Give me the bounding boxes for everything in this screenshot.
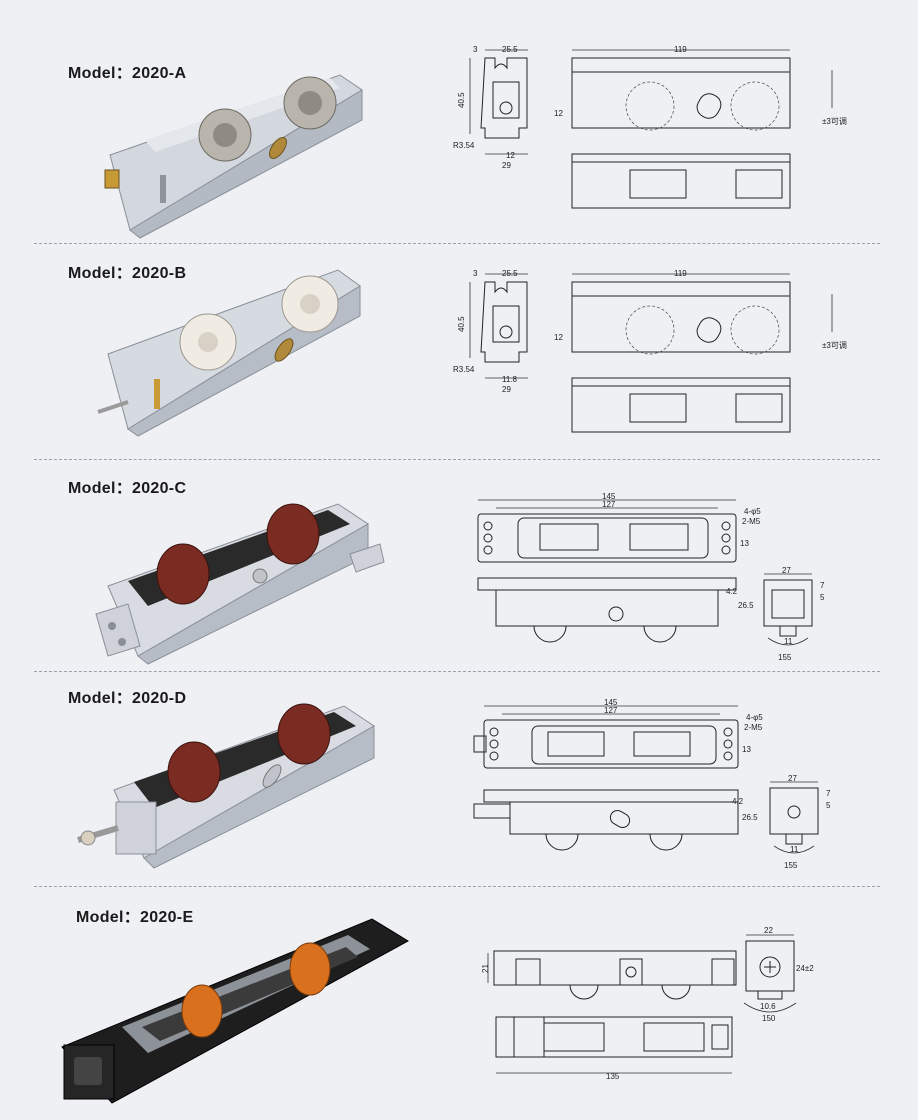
roller-photo <box>77 703 375 869</box>
drawing-end-view: 22 24±2 10.6 150 <box>743 926 814 1023</box>
dim-thread: 2-M5 <box>742 517 761 526</box>
dim-base: 29 <box>502 161 511 170</box>
dim-width: 22 <box>764 926 773 935</box>
dim-overall: 145 <box>602 492 616 501</box>
dim-wheel: 11 <box>784 637 793 646</box>
drawing-top-view: 145 127 4-φ5 2-M5 13 <box>473 698 763 769</box>
roller-photo <box>95 503 385 665</box>
drawing-side-view: 4.2 26.5 <box>473 789 758 851</box>
dim-overall: 145 <box>604 698 618 707</box>
section-divider <box>34 671 880 672</box>
dim-wheel: 11 <box>790 845 799 854</box>
dim-radius: R3.54 <box>453 141 475 150</box>
dim-pitch: 13 <box>740 539 749 548</box>
dim-top: 7 <box>820 581 825 590</box>
dim-plate: 4.2 <box>726 587 738 596</box>
dim-mid: 5 <box>826 801 831 810</box>
dim-offset: 12 <box>554 333 563 342</box>
drawing-side-view: 119 12 ±3可调 <box>554 45 847 209</box>
dim-mid: 5 <box>820 593 825 602</box>
dim-adjust: ±3可调 <box>822 341 847 350</box>
dim-height: 40.5 <box>457 316 466 332</box>
drawing-end-view: 27 7 5 11 155 <box>763 566 825 662</box>
dim-thread: 2-M5 <box>744 723 763 732</box>
section-model-e: Model：2020-E 21 22 24±2 10.6 150 <box>0 887 918 1120</box>
roller-photo <box>104 74 363 239</box>
dim-top: 7 <box>826 789 831 798</box>
drawing-side-view: 119 12 ±3可调 <box>554 269 847 433</box>
drawing-end-view: 27 7 5 11 155 <box>769 774 831 870</box>
dim-radius: R3.54 <box>453 365 475 374</box>
dim-offset: 12 <box>554 109 563 118</box>
dim-width-top: 25.5 <box>502 269 518 278</box>
dim-adjust: ±3可调 <box>822 117 847 126</box>
section-divider <box>34 243 880 244</box>
dim-plate: 4.2 <box>732 797 744 806</box>
dim-height: 40.5 <box>457 92 466 108</box>
dim-width: 27 <box>788 774 797 783</box>
dim-angle: 155 <box>784 861 798 870</box>
dim-length: 119 <box>674 45 687 54</box>
dim-length: 135 <box>606 1072 620 1081</box>
section-divider <box>34 459 880 460</box>
model-title: Model：2020-D <box>68 690 187 707</box>
roller-photo <box>61 918 409 1104</box>
drawing-end-view: 25.5 3 40.5 R3.54 11.8 29 <box>453 269 528 394</box>
dim-length: 119 <box>674 269 687 278</box>
drawing-side-view: 21 <box>481 950 737 1000</box>
dim-angle: 155 <box>778 653 792 662</box>
dim-pitch: 13 <box>742 745 751 754</box>
dim-top: 3 <box>473 45 478 54</box>
model-title: Model：2020-A <box>68 65 187 82</box>
drawing-top-view: 135 <box>495 1016 733 1081</box>
drawing-side-view: 4.2 26.5 <box>477 577 754 643</box>
dim-tall: 24±2 <box>796 964 814 973</box>
model-title: Model：2020-C <box>68 480 187 497</box>
dim-angle: 150 <box>762 1014 776 1023</box>
dim-inner: 11.8 <box>502 375 518 384</box>
section-model-a: Model：2020-A 25.5 3 40.5 R3.54 12 29 119 <box>0 0 918 240</box>
section-model-d: Model：2020-D 145 127 4-φ5 2-M5 13 4.2 <box>0 672 918 886</box>
roller-photo <box>97 269 361 437</box>
dim-inner: 127 <box>602 500 616 509</box>
dim-wheel: 10.6 <box>760 1002 776 1011</box>
dim-height: 26.5 <box>738 601 754 610</box>
section-divider <box>34 886 880 887</box>
drawing-end-view: 25.5 3 40.5 R3.54 12 29 <box>453 45 528 170</box>
dim-inner: 12 <box>506 151 515 160</box>
section-model-c: Model：2020-C 145 127 4-φ5 2-M5 13 4.2 2 <box>0 460 918 672</box>
dim-top: 3 <box>473 269 478 278</box>
dim-width-top: 25.5 <box>502 45 518 54</box>
model-title: Model：2020-B <box>68 265 187 282</box>
dim-holes: 4-φ5 <box>746 713 763 722</box>
dim-height: 21 <box>481 964 490 973</box>
dim-height: 26.5 <box>742 813 758 822</box>
model-title: Model：2020-E <box>76 909 194 926</box>
dim-inner: 127 <box>604 706 618 715</box>
drawing-top-view: 145 127 4-φ5 2-M5 13 <box>477 492 761 563</box>
section-model-b: Model：2020-B 25.5 3 40.5 R3.54 11.8 29 1… <box>0 244 918 460</box>
dim-holes: 4-φ5 <box>744 507 761 516</box>
dim-base: 29 <box>502 385 511 394</box>
dim-width: 27 <box>782 566 791 575</box>
